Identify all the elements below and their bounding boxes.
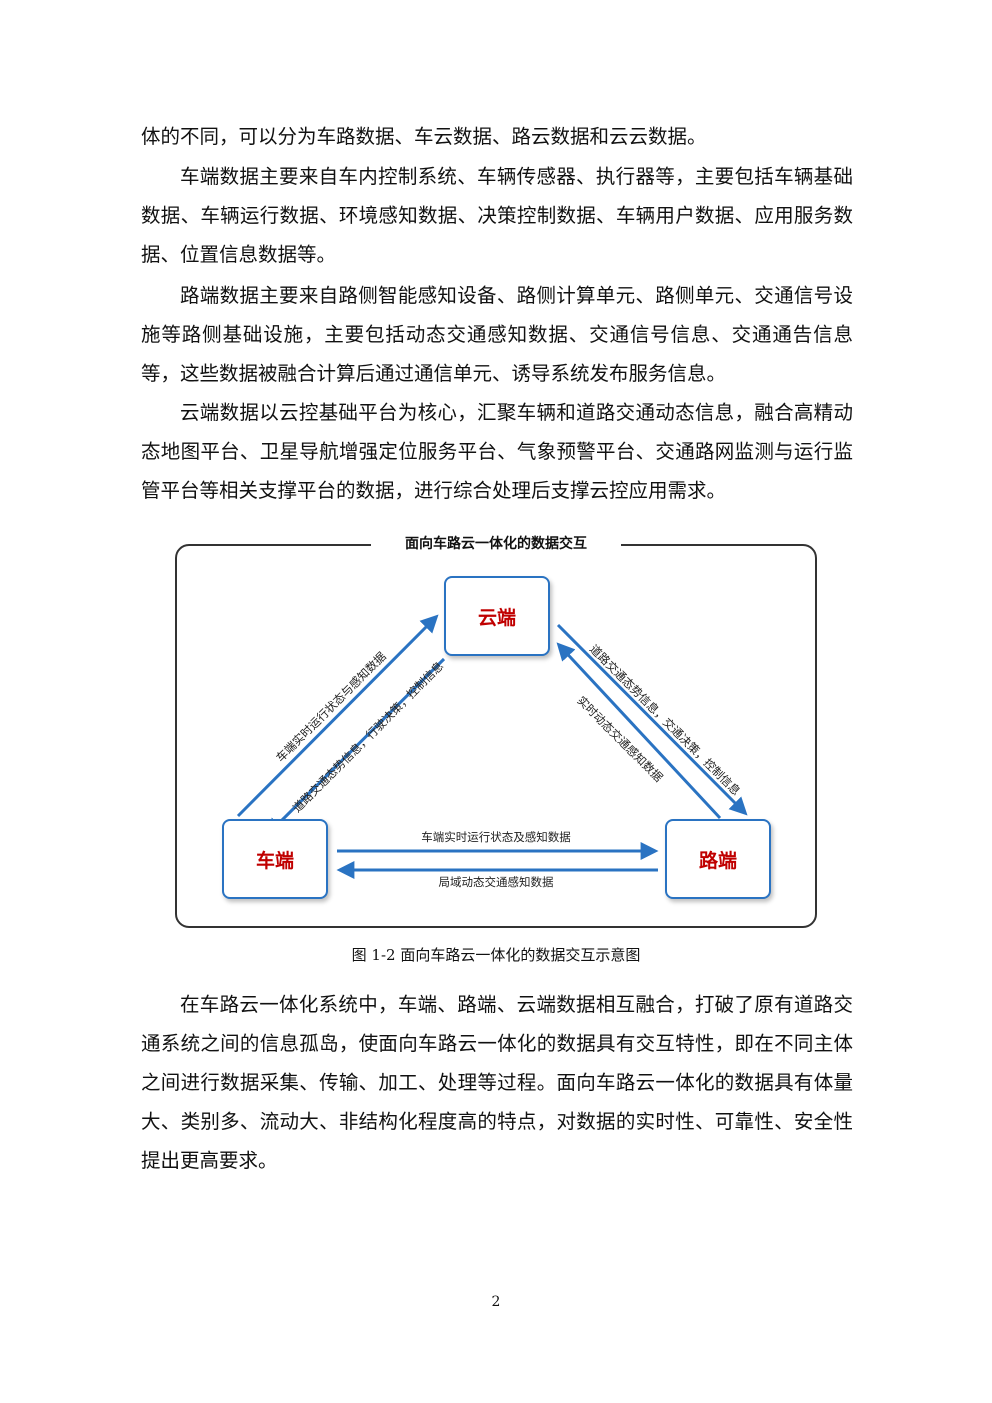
label-road-to-car: 局域动态交通感知数据 bbox=[438, 875, 554, 889]
paragraph-integration: 在车路云一体化系统中，车端、路端、云端数据相互融合，打破了原有道路交通系统之间的… bbox=[141, 993, 853, 1172]
road-node: 路端 bbox=[665, 819, 771, 899]
figure-title: 面向车路云一体化的数据交互 bbox=[371, 532, 621, 556]
paragraph-road-data: 路端数据主要来自路侧智能感知设备、路侧计算单元、路侧单元、交通信号设施等路侧基础… bbox=[141, 284, 853, 385]
arrow-road-to-cloud bbox=[556, 642, 722, 820]
page-number: 2 bbox=[491, 1294, 501, 1310]
cloud-node: 云端 bbox=[444, 576, 550, 656]
arrow-cloud-to-road bbox=[556, 623, 748, 816]
arrow-car-to-cloud bbox=[236, 614, 439, 818]
paragraph-intro-continued: 体的不同，可以分为车路数据、车云数据、路云数据和云云数据。 bbox=[141, 125, 707, 148]
paragraph-vehicle-data: 车端数据主要来自车内控制系统、车辆传感器、执行器等，主要包括车辆基础数据、车辆运… bbox=[141, 165, 853, 266]
figure-caption: 图 1-2 面向车路云一体化的数据交互示意图 bbox=[351, 946, 641, 964]
paragraph-cloud-data: 云端数据以云控基础平台为核心，汇聚车辆和道路交通动态信息，融合高精动态地图平台、… bbox=[141, 401, 853, 502]
arrow-cloud-to-car bbox=[265, 657, 446, 837]
car-node: 车端 bbox=[222, 819, 328, 899]
label-car-to-road: 车端实时运行状态及感知数据 bbox=[421, 830, 571, 844]
